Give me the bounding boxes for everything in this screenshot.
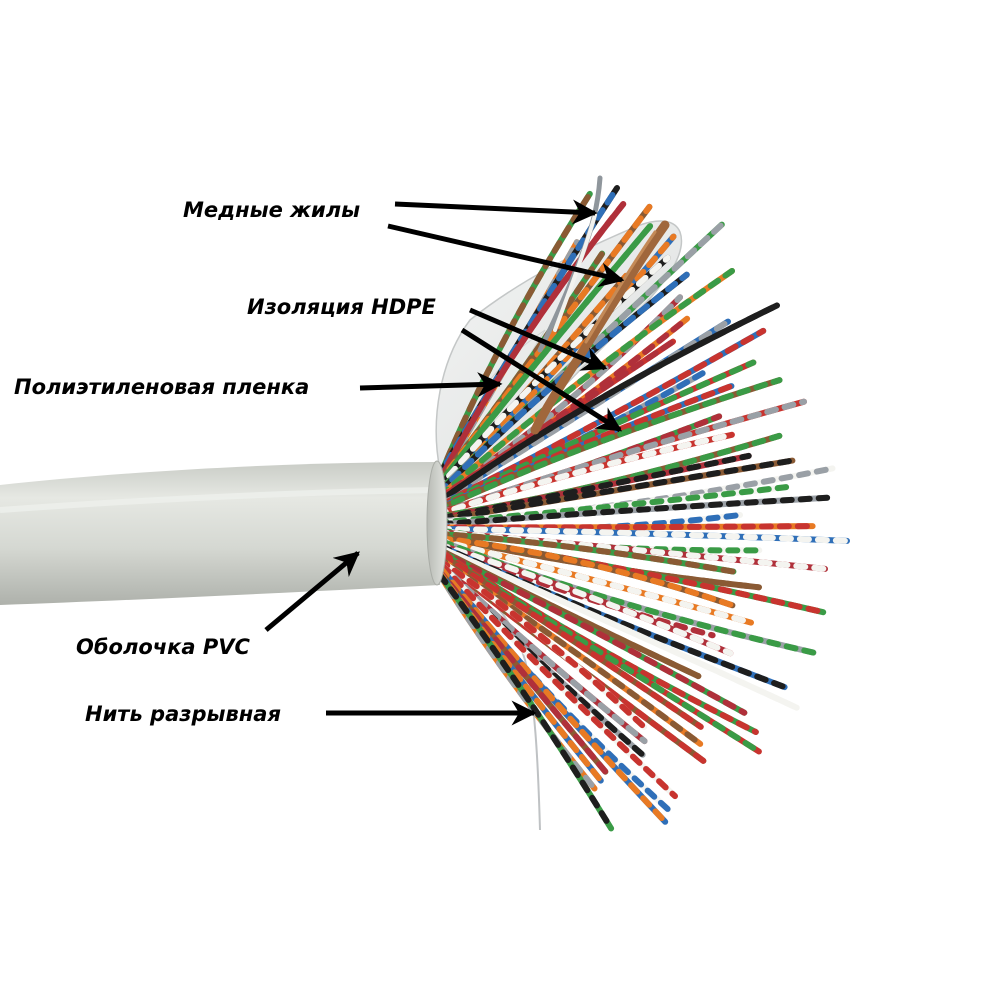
wire-pair-twist	[435, 540, 716, 639]
pvc-sheath	[0, 462, 440, 605]
label-hdpe-insulation: Изоляция HDPE	[247, 295, 436, 319]
annotation-arrows	[264, 199, 625, 726]
wire-pair-twist	[436, 201, 627, 483]
wire-pair-twist	[436, 557, 648, 730]
wire-pair-twist	[435, 530, 737, 575]
wire-pair-twist	[434, 431, 735, 518]
wire-pair-twist	[437, 268, 735, 499]
wire-pair-twist	[438, 494, 831, 528]
wire-pair-twist	[434, 377, 783, 513]
wire-pair-twist	[436, 223, 654, 488]
wire-pair-twist	[436, 271, 690, 496]
pvc-sheath-highlight	[0, 487, 438, 513]
wire-bundle	[434, 185, 850, 832]
wire-pair-twist	[435, 537, 754, 626]
arrow-copper-cores-1	[394, 199, 598, 225]
wire-pair-twist	[436, 548, 748, 716]
wire-pair-twist	[437, 545, 800, 711]
label-rip-cord: Нить разрывная	[85, 702, 281, 726]
wire-pair-twist	[437, 572, 615, 832]
wire-pair-twist	[439, 553, 704, 730]
wire-pair-twist	[437, 526, 850, 544]
wire-pair-twist	[435, 567, 609, 775]
wire-pair-twist	[436, 541, 734, 657]
pvc-sheath-end	[426, 460, 448, 586]
wire-pair-twist	[435, 302, 780, 505]
arrow-polyethylene-film	[359, 372, 503, 398]
label-copper-cores: Медные жилы	[183, 198, 361, 222]
arrow-hdpe-1	[469, 307, 608, 371]
wire-pair-twist	[435, 559, 648, 745]
wire-pair-twist	[437, 190, 593, 478]
arrow-pvc-sheath	[264, 551, 360, 632]
label-pvc-sheath: Оболочка PVC	[76, 635, 250, 659]
label-polyethylene-film: Полиэтиленовая пленка	[14, 375, 310, 399]
wire-pair-twist	[439, 562, 678, 800]
arrow-copper-cores-2	[387, 223, 625, 288]
copper-core-strand-brown	[530, 220, 670, 435]
wire-pair-twist	[438, 535, 736, 609]
wire-pair-twist	[439, 457, 796, 523]
wire-pair-twist	[438, 565, 669, 825]
arrow-hdpe-2	[460, 327, 623, 433]
